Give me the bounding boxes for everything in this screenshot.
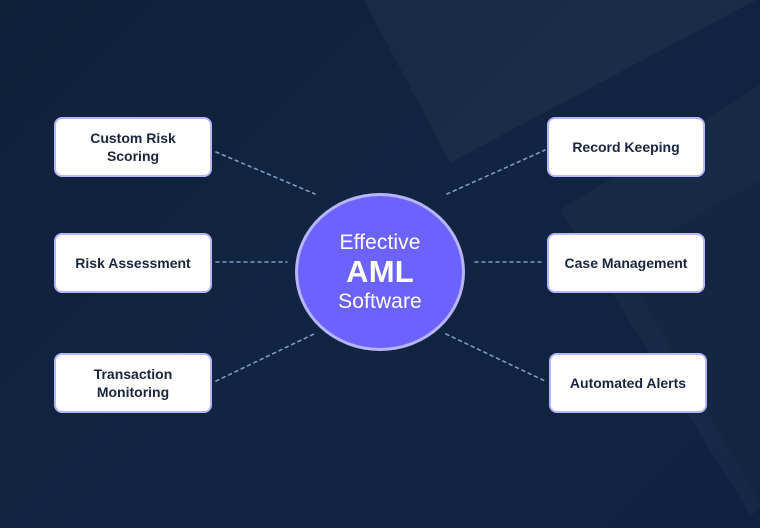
center-title-line-2: AML: [346, 253, 414, 289]
node-label: Custom Risk Scoring: [90, 130, 176, 164]
node-record-keeping: Record Keeping: [547, 117, 705, 177]
center-title-line-3: Software: [338, 289, 422, 313]
node-label: Case Management: [564, 255, 688, 271]
node-label-line-2: Monitoring: [96, 384, 170, 400]
node-label: Automated Alerts: [569, 375, 687, 391]
connector-transaction-monitoring: [215, 333, 315, 382]
connector-automated-alerts: [445, 333, 546, 382]
node-transaction-monitoring: Transaction Monitoring: [54, 353, 212, 413]
node-label-line-1: Transaction: [93, 366, 173, 382]
connector-record-keeping: [446, 149, 546, 195]
node-custom-risk-scoring: Custom Risk Scoring: [54, 117, 212, 177]
node-label: Record Keeping: [572, 139, 680, 155]
center-title-line-1: Effective: [339, 230, 421, 254]
center-node: Effective AML Software: [295, 193, 465, 351]
node-automated-alerts: Automated Alerts: [549, 353, 707, 413]
connector-custom-risk-scoring: [215, 151, 316, 195]
node-case-management: Case Management: [547, 233, 705, 293]
node-label: Risk Assessment: [75, 255, 191, 271]
node-risk-assessment: Risk Assessment: [54, 233, 212, 293]
